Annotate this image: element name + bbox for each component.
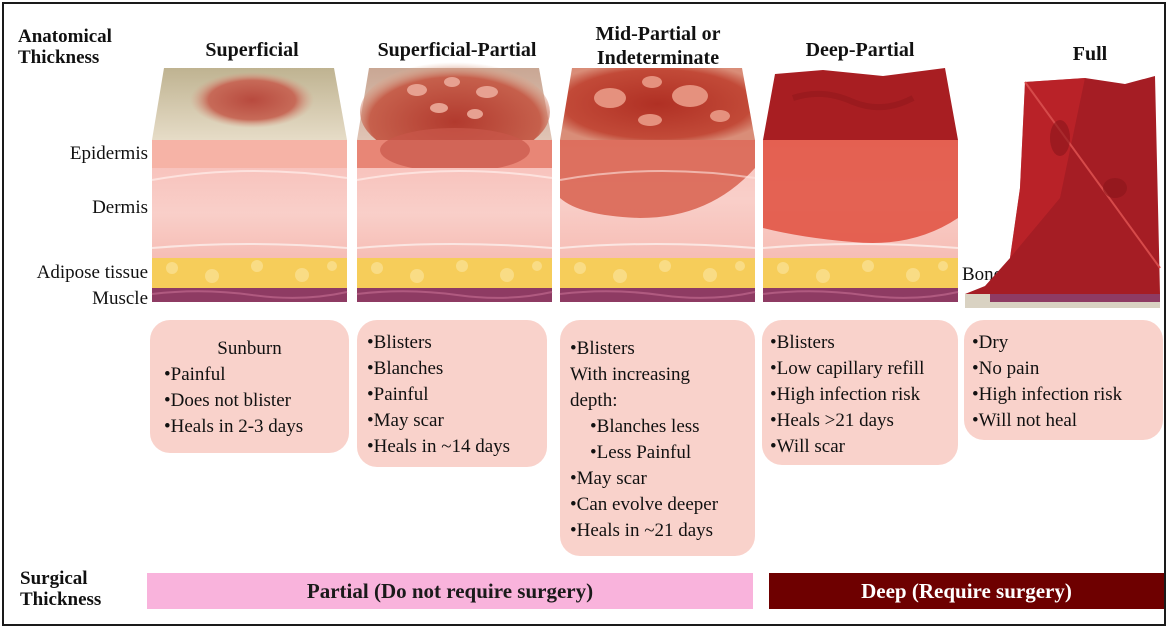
skin-illustration-superficial (152, 68, 347, 310)
column-title-superficial: Superficial (152, 38, 352, 62)
partial-surgery-bar: Partial (Do not require surgery) (147, 573, 753, 609)
surgical-thickness-label: Surgical Thickness (20, 568, 101, 610)
column-title-superficial-partial: Superficial-Partial (352, 38, 562, 62)
info-box-full: •Dry •No pain •High infection risk •Will… (964, 320, 1163, 440)
column-title-mid-partial: Mid-Partial or Indeterminate (558, 22, 758, 70)
deep-surgery-bar: Deep (Require surgery) (769, 573, 1164, 609)
adipose-tissue-label: Adipose tissue (10, 262, 148, 284)
skin-illustration-superficial-partial (357, 68, 552, 310)
skin-illustration-mid-partial (560, 68, 755, 310)
anatomical-thickness-label: Anatomical Thickness (18, 26, 112, 68)
skin-illustration-full (965, 68, 1160, 310)
column-title-deep-partial: Deep-Partial (760, 38, 960, 62)
column-title-full: Full (1020, 42, 1160, 66)
skin-illustration-deep-partial (763, 68, 958, 310)
info-box-deep-partial: •Blisters •Low capillary refill •High in… (762, 320, 958, 465)
dermis-label: Dermis (10, 197, 148, 219)
info-box-superficial: Sunburn •Painful •Does not blister •Heal… (150, 320, 349, 453)
muscle-label: Muscle (10, 288, 148, 310)
info-box-mid-partial: •Blisters With increasing depth: •Blanch… (560, 320, 755, 556)
info-box-superficial-partial: •Blisters •Blanches •Painful •May scar •… (357, 320, 547, 467)
epidermis-label: Epidermis (10, 143, 148, 165)
